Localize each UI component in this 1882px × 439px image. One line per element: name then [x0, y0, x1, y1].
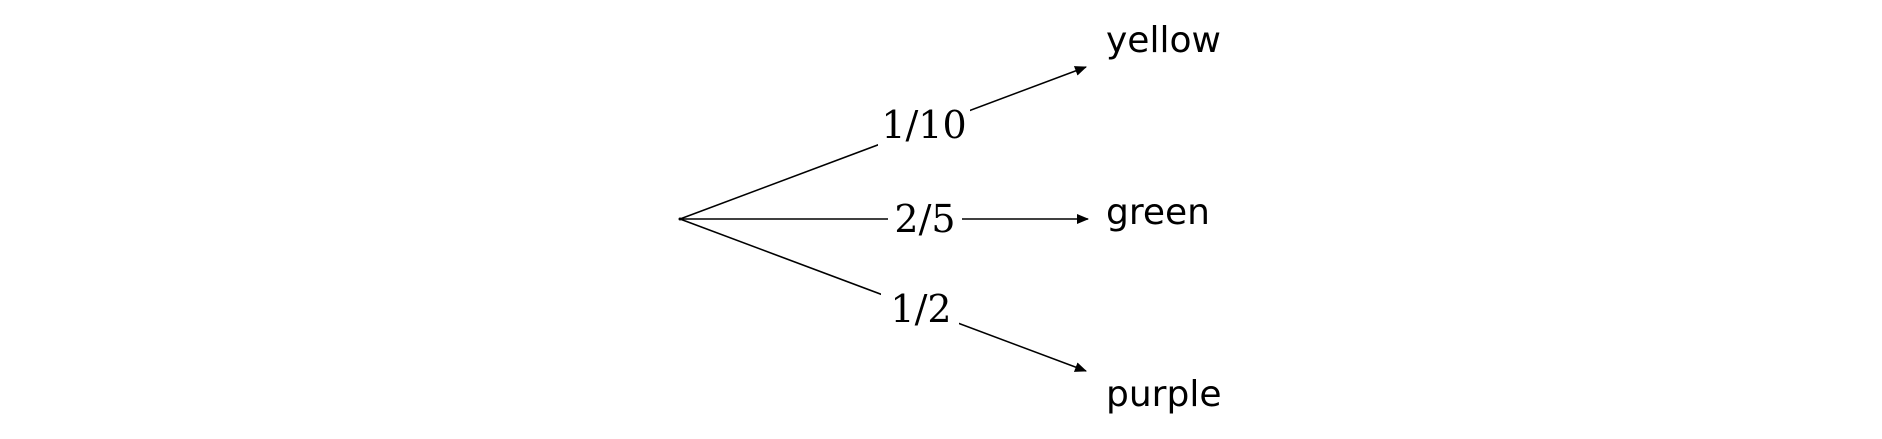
probability-label-bg	[888, 196, 962, 242]
outcome-label-green: green	[1106, 192, 1210, 233]
probability-label-bg	[881, 284, 959, 336]
branch-yellow: 1/10 yellow	[679, 20, 1221, 220]
probability-label-yellow: 1/10	[881, 103, 966, 147]
root-node	[678, 217, 682, 221]
outcome-label-purple: purple	[1106, 374, 1221, 415]
probability-label-purple: 1/2	[890, 287, 951, 331]
outcome-label-yellow: yellow	[1106, 20, 1221, 61]
probability-label-bg	[878, 101, 970, 149]
branch-green: 2/5 green	[680, 192, 1210, 242]
probability-label-green: 2/5	[894, 197, 955, 241]
branch-purple: 1/2 purple	[679, 218, 1221, 415]
